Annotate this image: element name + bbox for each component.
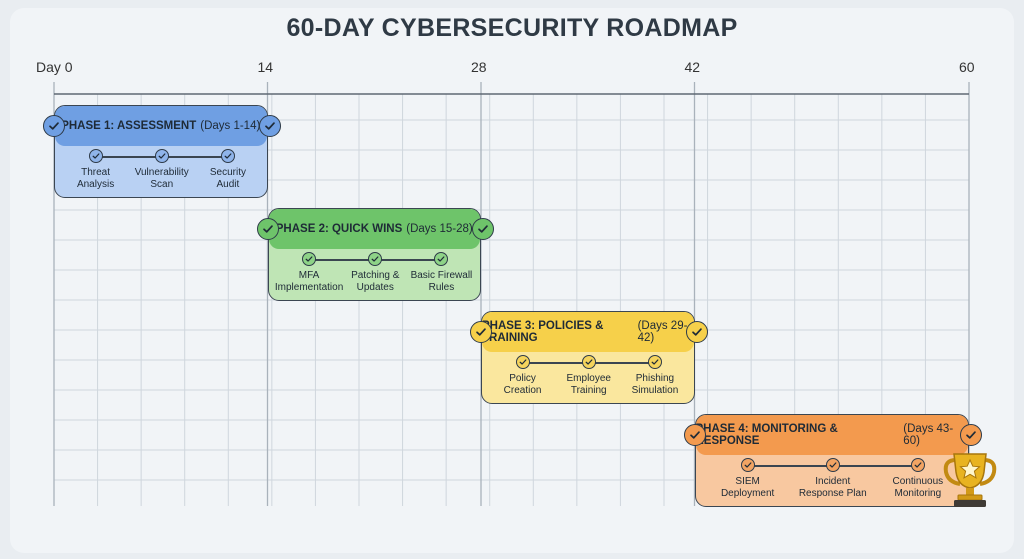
phase-start-check-icon: [43, 115, 65, 137]
task-label-line2: Audit: [216, 179, 240, 190]
phase-end-check-icon: [960, 424, 982, 446]
axis-tick-label: 60: [959, 59, 975, 75]
phase-start-check-icon: [683, 424, 706, 446]
task-label-line1: SIEM: [735, 476, 760, 487]
axis-tick-label: 42: [684, 59, 701, 75]
phase-name: PHASE 4: MONITORING & RESPONSE: [695, 423, 838, 447]
task-check-icon: [434, 252, 449, 266]
trophy-icon: [942, 450, 998, 508]
task-label-line1: Continuous: [892, 476, 944, 487]
task-label-line2: Updates: [356, 282, 394, 293]
phase-days: (Days 15-28): [406, 223, 473, 235]
task-label-line2: Simulation: [631, 385, 679, 396]
task-label: Patching &Updates: [325, 270, 425, 294]
task-check-icon: [302, 252, 317, 266]
phase-start-check-icon: [470, 321, 492, 343]
phase-end-check-icon: [472, 218, 494, 240]
task-label-line2: Analysis: [76, 179, 115, 190]
task-check-icon: [368, 252, 383, 266]
task-label-line1: Vulnerability: [134, 167, 189, 178]
phase-end-check-icon: [258, 115, 281, 137]
phase-header: PHASE 4: MONITORING & RESPONSE (Days 43-6…: [695, 415, 968, 455]
task-label-line2: Scan: [150, 179, 174, 190]
phase-header: PHASE 1: ASSESSMENT(Days 1-14): [55, 106, 267, 146]
phase-days: (Days 43-60): [903, 423, 954, 447]
task-label-line2: Response Plan: [798, 488, 867, 499]
task-check-icon: [910, 458, 925, 472]
axis-tick-label: 14: [257, 59, 274, 75]
task-label-line1: Incident: [815, 476, 851, 487]
task-check-icon: [740, 458, 755, 472]
phase-days: (Days 1-14): [200, 120, 261, 132]
task-label-line2: Creation: [503, 385, 542, 396]
task-check-icon: [581, 355, 596, 369]
phase-start-check-icon: [256, 218, 279, 240]
task-check-icon: [825, 458, 840, 472]
phase-name: PHASE 1: ASSESSMENT: [61, 120, 197, 132]
phase-name: PHASE 3: POLICIES & TRAINING: [482, 320, 604, 344]
axis-tick-label: 28: [471, 59, 487, 75]
phase-header: PHASE 2: QUICK WINS(Days 15-28): [268, 209, 480, 249]
task-label-line1: MFA: [298, 270, 320, 281]
task-check-icon: [515, 355, 530, 369]
task-label-line2: Deployment: [720, 488, 775, 499]
task-label-line1: Employee: [566, 373, 611, 384]
task-label-line1: Basic Firewall: [410, 270, 473, 281]
task-label-line1: Phishing: [635, 373, 675, 384]
task-label-line2: Implementation: [274, 282, 344, 293]
task-label-line1: Threat: [81, 167, 111, 178]
axis-tick-label: Day 0: [36, 59, 73, 75]
phase-days: (Days 29-42): [637, 320, 688, 344]
phase-name: PHASE 2: QUICK WINS: [275, 223, 403, 235]
task-check-icon: [154, 149, 169, 163]
task-label-line1: Security: [209, 167, 246, 178]
task-label-line1: Policy: [509, 373, 536, 384]
task-label-line2: Training: [570, 385, 607, 396]
task-check-icon: [88, 149, 103, 163]
phase-card-3: PHASE 3: POLICIES & TRAINING (Days 29-42)…: [470, 311, 708, 404]
task-label-line2: Monitoring: [894, 488, 942, 499]
phase-card-4: PHASE 4: MONITORING & RESPONSE (Days 43-6…: [683, 414, 982, 507]
phase-header: PHASE 3: POLICIES & TRAINING (Days 29-42): [482, 312, 694, 352]
page-title: 60-DAY CYBERSECURITY ROADMAP: [286, 14, 738, 42]
task-label-line2: Rules: [428, 282, 455, 293]
task-check-icon: [220, 149, 235, 163]
task-check-icon: [647, 355, 662, 369]
phase-end-check-icon: [685, 321, 708, 343]
task-label-line1: Patching &: [351, 270, 400, 281]
